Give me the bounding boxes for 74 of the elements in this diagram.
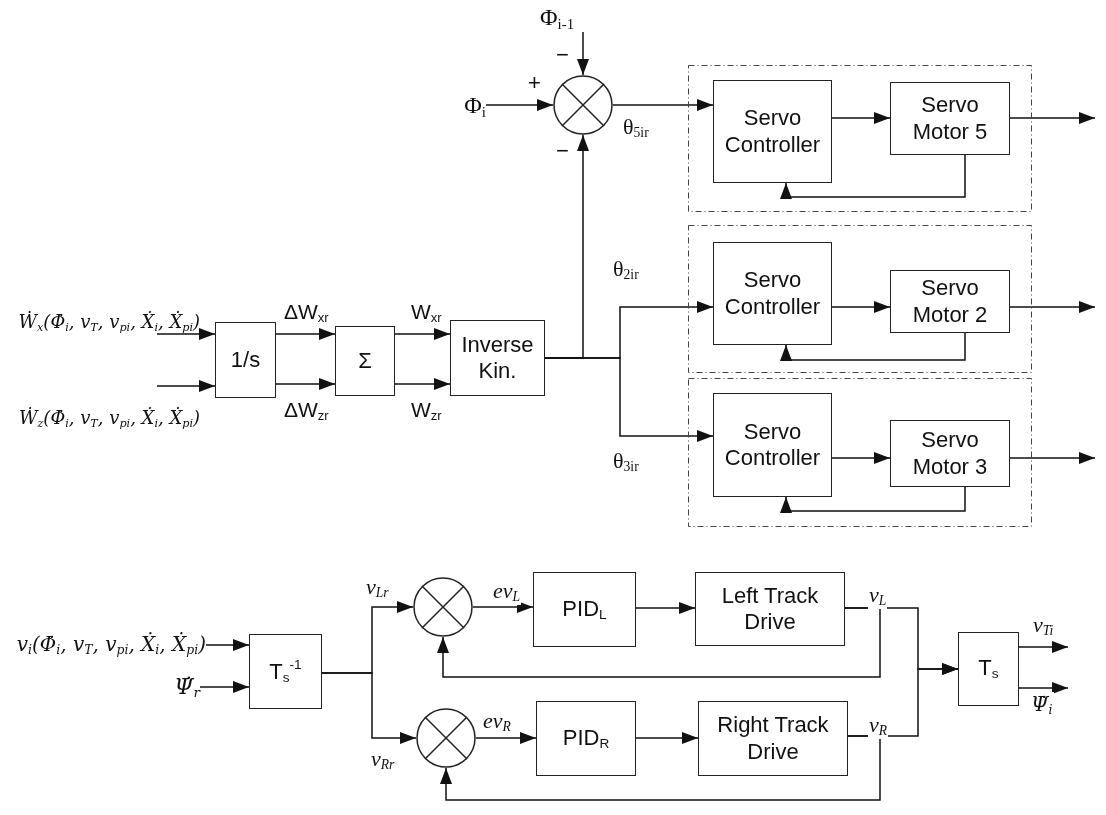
process-block xyxy=(335,326,395,396)
dashed-group-frame xyxy=(688,378,1032,527)
signal-arrow xyxy=(394,328,451,340)
block-label: Servo Motor 2 xyxy=(911,275,989,328)
process-block xyxy=(249,634,322,709)
block-label: Left Track Drive xyxy=(720,582,820,636)
process-block xyxy=(890,82,1010,155)
signal-arrow xyxy=(831,452,891,464)
process-block xyxy=(450,320,545,396)
signal-arrow xyxy=(394,378,451,390)
block-label: Ẇ$_{z}$(Φ̇$_{i}$, v$_{T}$, v$_{pi}$, Ẋ$_{i}$, Ẋ$_{pi}$) xyxy=(18,407,200,430)
signal-arrow xyxy=(321,672,417,744)
process-block xyxy=(713,242,832,345)
block-label: v$_{i}$(Φ̇$_{i}$, v$_{T}$, v$_{pi}$, Ẋ$_{i}$, Ẋ$_{pi}$) xyxy=(16,632,206,658)
summing-junction xyxy=(553,75,613,135)
sign-label: + xyxy=(528,70,541,96)
signal-arrow xyxy=(156,380,216,392)
block-label: Inverse Kin. xyxy=(460,331,535,385)
process-block xyxy=(890,270,1010,333)
sign-label: − xyxy=(556,42,569,68)
signal-arrow xyxy=(199,681,250,693)
signal-arrow xyxy=(485,99,554,111)
block-label: Servo Controller xyxy=(723,105,822,158)
process-block xyxy=(695,572,845,646)
signal-arrow xyxy=(780,486,966,513)
block-label: Servo Motor 3 xyxy=(911,427,989,480)
signal-arrow xyxy=(544,357,714,442)
process-block xyxy=(890,420,1010,487)
process-block xyxy=(958,632,1019,706)
block-label: PID$_{R}$ xyxy=(562,724,610,753)
block-label: Φ$_{i}$ xyxy=(464,91,486,121)
block-label: Φ$_{i-1}$ xyxy=(540,3,575,33)
signal-arrow xyxy=(1018,641,1069,653)
dashed-group-frame xyxy=(688,225,1032,373)
signal-arrow xyxy=(831,112,891,124)
signal-arrow xyxy=(1009,452,1096,464)
process-block xyxy=(536,701,636,776)
signal-arrow xyxy=(635,602,696,614)
signal-arrow xyxy=(577,31,589,76)
dashed-group-frame xyxy=(688,65,1032,212)
summing-junction xyxy=(416,708,476,768)
signal-arrow xyxy=(1009,301,1096,313)
signal-arrow xyxy=(472,601,534,613)
process-block xyxy=(533,572,636,647)
signal-arrow xyxy=(275,378,336,390)
process-block xyxy=(713,393,832,497)
block-label: Servo Controller xyxy=(723,267,822,320)
block-label: 1/s xyxy=(230,346,261,374)
block-label: PID$_{L}$ xyxy=(562,595,607,624)
signal-arrow xyxy=(205,639,250,651)
block-label: Servo Controller xyxy=(723,418,822,472)
process-block xyxy=(698,701,848,776)
block-label: Ẇ$_{x}$(Φ̇$_{i}$, v$_{T}$, v$_{pi}$, Ẋ$_{i}$, Ẋ$_{pi}$) xyxy=(18,311,200,334)
block-label: Σ xyxy=(358,347,372,375)
signal-arrow xyxy=(847,663,959,737)
block-label: Right Track Drive xyxy=(716,712,830,765)
signal-arrow xyxy=(156,328,216,340)
process-block xyxy=(215,322,276,398)
summing-junction xyxy=(413,577,473,637)
signal-arrow xyxy=(831,301,891,313)
block-label: T$_{s}$ xyxy=(978,655,999,683)
signal-arrow xyxy=(780,332,966,361)
process-block xyxy=(713,80,832,183)
signal-arrow xyxy=(437,607,881,678)
signal-arrow xyxy=(612,99,714,111)
signal-arrow xyxy=(1009,112,1096,124)
block-label: Ψ̇$_{r}$ xyxy=(174,673,200,701)
signal-arrow xyxy=(635,732,699,744)
signal-arrow xyxy=(275,328,336,340)
signal-arrow xyxy=(475,732,537,744)
signal-arrow xyxy=(1018,682,1069,694)
signal-arrow xyxy=(780,154,966,199)
sign-label: − xyxy=(556,138,569,164)
block-label: Servo Motor 5 xyxy=(911,92,989,145)
